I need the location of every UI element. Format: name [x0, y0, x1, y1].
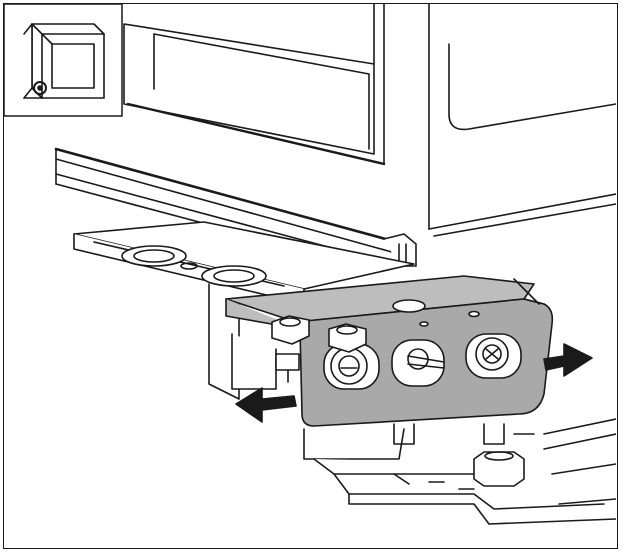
illustration-frame [3, 3, 618, 549]
appliance-body [123, 4, 616, 237]
hinge-adjustment-diagram [4, 4, 616, 525]
push-right-arrow [543, 343, 593, 377]
push-left-arrow [235, 387, 297, 423]
upper-rail [54, 147, 417, 267]
base-plate [73, 221, 415, 400]
lower-frame [303, 418, 616, 525]
cabinet-corner-locator-icon [4, 4, 123, 117]
bracket-nuts [271, 315, 367, 383]
